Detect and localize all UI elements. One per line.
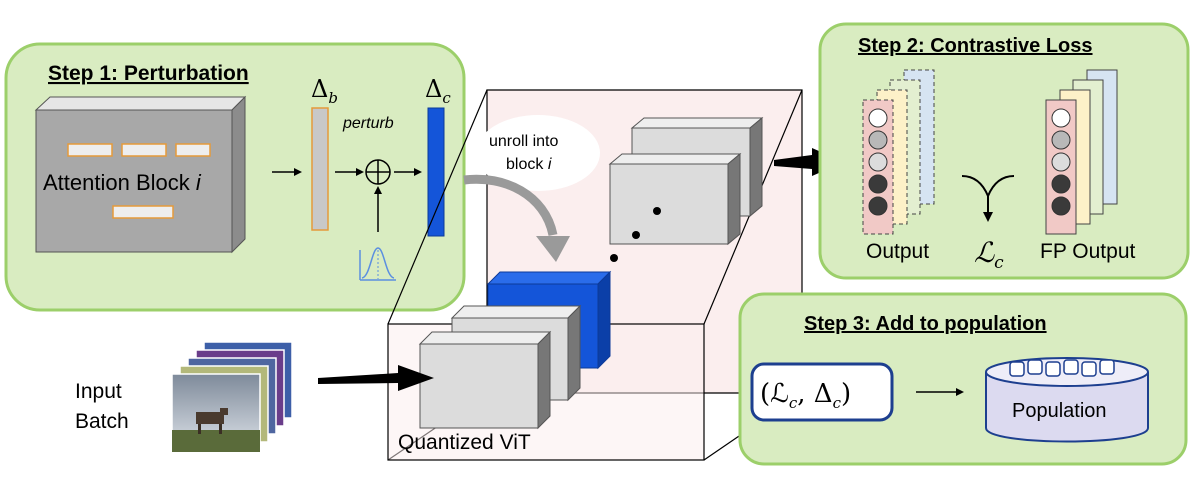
population-items — [1009, 359, 1115, 377]
input-label-line2: Batch — [75, 410, 129, 433]
attention-head-blocks — [67, 143, 211, 219]
arrow-deltab-to-oplus — [335, 168, 364, 176]
population-label: Population — [1012, 400, 1107, 422]
output-label: Output — [866, 240, 929, 263]
arrow-oplus-to-deltac — [394, 168, 422, 176]
arrow-block-to-deltab — [272, 168, 302, 176]
step1-title: Step 1: Perturbation — [48, 62, 249, 85]
unroll-arrow — [463, 174, 570, 262]
attention-block: Attention Block i — [34, 95, 247, 254]
fp-output-label: FP Output — [1040, 240, 1135, 263]
cow-image — [196, 408, 228, 434]
population-cylinder: Population — [985, 357, 1149, 443]
gaussian-noise-icon — [359, 247, 396, 281]
output-vector-stack — [862, 69, 935, 235]
input-batch-images — [171, 341, 293, 453]
output-neurons — [868, 108, 888, 216]
oplus-icon — [365, 159, 391, 185]
step2-title: Step 2: Contrastive Loss — [858, 35, 1093, 57]
arrow-tuple-to-population — [916, 388, 964, 396]
perturb-label: perturb — [342, 115, 394, 132]
quantized-vit-label: Quantized ViT — [398, 431, 531, 454]
delta-c-bar — [427, 107, 445, 237]
input-arrow — [318, 365, 434, 391]
vit-block-unrolled — [608, 152, 742, 246]
fp-output-vector-stack — [1045, 69, 1118, 235]
delta-c-label: Δc — [425, 75, 451, 107]
tuple-label: (ℒc, Δc) — [760, 379, 851, 412]
tuple-box — [750, 362, 894, 422]
unroll-callout: unroll into block i — [476, 115, 600, 191]
loss-symbol: ℒc — [974, 236, 1004, 273]
input-label-line1: Input — [75, 380, 122, 403]
delta-b-bar — [311, 107, 329, 231]
vit-block-front — [418, 330, 552, 430]
step1-panel: Step 1: Perturbation Attention Block i Δ… — [4, 42, 466, 312]
step3-panel: Step 3: Add to population (ℒc, Δc) Popul… — [738, 292, 1188, 466]
fp-output-neurons — [1051, 108, 1071, 216]
unroll-label-line2: block i — [506, 156, 552, 173]
attention-block-label: Attention Block i — [43, 170, 202, 195]
step3-title: Step 3: Add to population — [804, 313, 1047, 335]
ellipsis-dots — [610, 207, 661, 262]
delta-b-label: Δb — [311, 75, 338, 107]
step2-panel: Step 2: Contrastive Loss Output ℒc — [818, 22, 1190, 280]
arrow-noise-to-oplus — [374, 186, 382, 232]
unroll-label-line1: unroll into — [489, 133, 558, 150]
merge-arrow — [961, 175, 1015, 222]
